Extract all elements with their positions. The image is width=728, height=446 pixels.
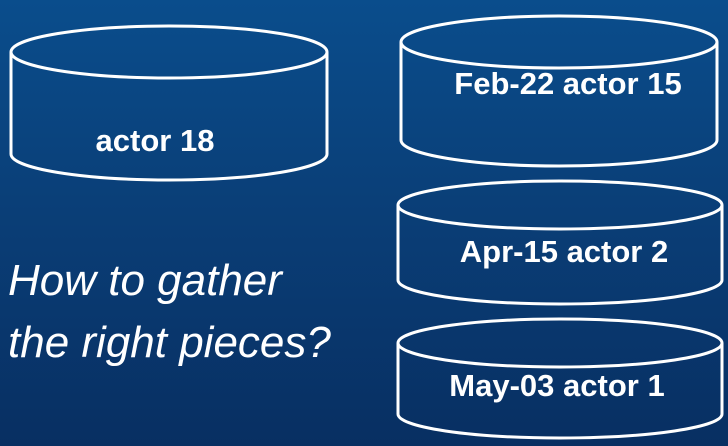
question-line-2: the right pieces? <box>8 318 331 367</box>
question-line-1: How to gather <box>8 256 282 305</box>
cylinder-label-apr-15-actor-2: Apr-15 actor 2 <box>459 234 669 269</box>
cylinder-may-03-actor-1 <box>396 317 724 440</box>
cylinder-label-feb-22-actor-15: Feb-22 actor 15 <box>454 66 682 101</box>
cylinder-label-actor-18: actor 18 <box>95 123 215 158</box>
cylinder-label-may-03-actor-1: May-03 actor 1 <box>449 368 665 403</box>
cylinder-feb-22-actor-15 <box>399 14 719 168</box>
cylinder-apr-15-actor-2 <box>396 179 724 306</box>
question-text: How to gather the right pieces? <box>8 250 331 374</box>
cylinder-actor-18 <box>9 24 329 182</box>
